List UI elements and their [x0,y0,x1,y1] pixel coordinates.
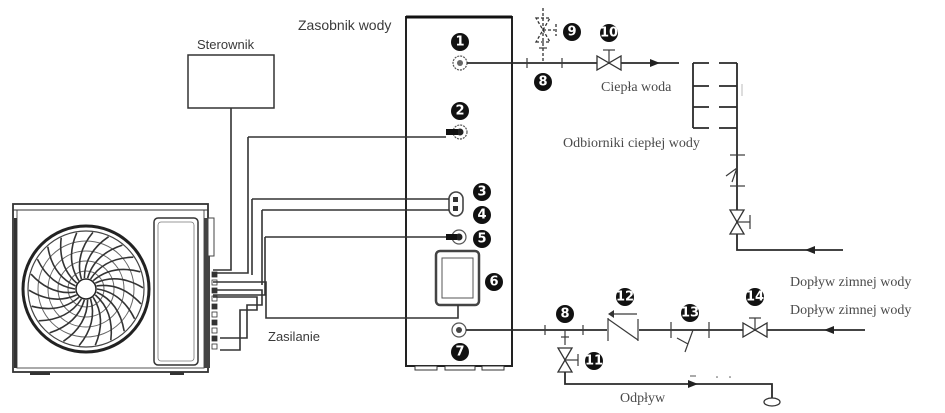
fan-blade [59,237,78,284]
safety-valve-9 [534,8,557,63]
svg-text:2: 2 [455,104,464,119]
terminal-connector [211,327,218,334]
consumers-shutoff-valve [728,209,751,235]
hot-water-label: Ciepła woda [601,80,672,95]
badge-12: 12 [616,288,634,306]
fan-grille [21,224,151,354]
tank-label: Zasobnik wody [298,17,391,33]
badge-4: 4 [473,206,491,224]
badge-9: 9 [563,23,581,41]
fan-blade [92,296,102,346]
svg-text:13: 13 [681,306,699,321]
tank-port-5 [446,229,467,245]
terminal-connector [211,319,218,326]
unit-terminals [211,271,218,350]
shutoff-valve-10 [596,49,622,72]
fan-blade [70,232,80,282]
fan-blade [92,268,141,282]
fan-spokes [28,231,144,347]
badge-10: 10 [600,24,618,42]
svg-text:6: 6 [489,275,498,290]
consumers-filter [725,154,745,187]
svg-text:11: 11 [585,354,603,369]
tank-port-7 [451,322,467,338]
svg-text:9: 9 [567,25,576,40]
fan-blade [96,284,142,305]
drain-line [564,372,781,407]
svg-text:1: 1 [455,35,464,50]
drain-valve-11 [556,330,579,373]
badge-7: 7 [451,343,469,361]
power-supply-label: Zasilanie [268,329,320,344]
hot-water-consumers [692,62,843,251]
unit-to-tank-connections [213,108,459,351]
svg-text:4: 4 [477,208,486,223]
badge-8-bottom: 8 [556,305,574,323]
controller-label: Sterownik [197,37,255,52]
terminal-connector [211,303,218,310]
tank-port-1 [452,55,468,71]
fan-blade [62,299,89,342]
tank-heater-6 [434,249,481,307]
shutoff-valve-14 [742,317,768,339]
fan-blade [83,236,110,279]
fan-blade [47,246,76,287]
hot-water-consumers-label: Odbiorniki ciepłej wody [563,136,700,151]
terminal-connector [211,311,218,318]
terminal-connector [211,271,218,278]
badge-1: 1 [451,33,469,51]
terminal-connector [211,335,218,342]
controller: Sterownik [187,37,275,109]
fan-blade [94,294,113,341]
cold-inlet-label-2: Dopływ zimnej wody [790,303,911,318]
badge-8-top: 8 [534,73,552,91]
fan-blade [36,258,76,290]
fan-blade [96,288,136,320]
badge-5: 5 [473,230,491,248]
badge-6: 6 [485,273,503,291]
fan-blade [28,289,78,300]
svg-text:10: 10 [600,26,618,41]
svg-text:7: 7 [455,345,464,360]
svg-text:8: 8 [560,307,569,322]
fan-blade [89,256,134,280]
check-valve-12 [607,310,639,341]
filter-13 [670,322,710,353]
tank-port-3-4 [448,191,464,217]
badge-3: 3 [473,183,491,201]
svg-text:14: 14 [746,290,764,305]
terminal-connector [211,295,218,302]
svg-text:5: 5 [477,232,486,247]
fan-blade [86,244,123,279]
fan-blade [78,231,94,280]
svg-text:3: 3 [477,185,486,200]
outdoor-heat-pump-unit [12,203,215,375]
drain-label: Odpływ [620,391,666,406]
svg-text:12: 12 [616,290,634,305]
controller-box [187,54,275,109]
tank-port-2 [446,124,468,140]
fan-blade [78,298,94,347]
badge-2: 2 [451,102,469,120]
svg-text:8: 8 [538,75,547,90]
fan-blade [31,296,80,310]
water-tank [405,15,513,371]
fan-blade [30,273,76,294]
badge-14: 14 [746,288,764,306]
fan-blade [96,291,125,332]
badge-13: 13 [681,304,699,322]
terminal-connector [211,343,218,350]
cold-inlet-label-1: Dopływ zimnej wody [790,275,911,290]
hot-water-line [467,58,679,68]
fan-blade [94,278,144,289]
fan-blade [38,298,83,322]
badge-11: 11 [585,352,603,370]
fan-blade [49,299,86,334]
cold-water-inlet-line [466,325,865,335]
